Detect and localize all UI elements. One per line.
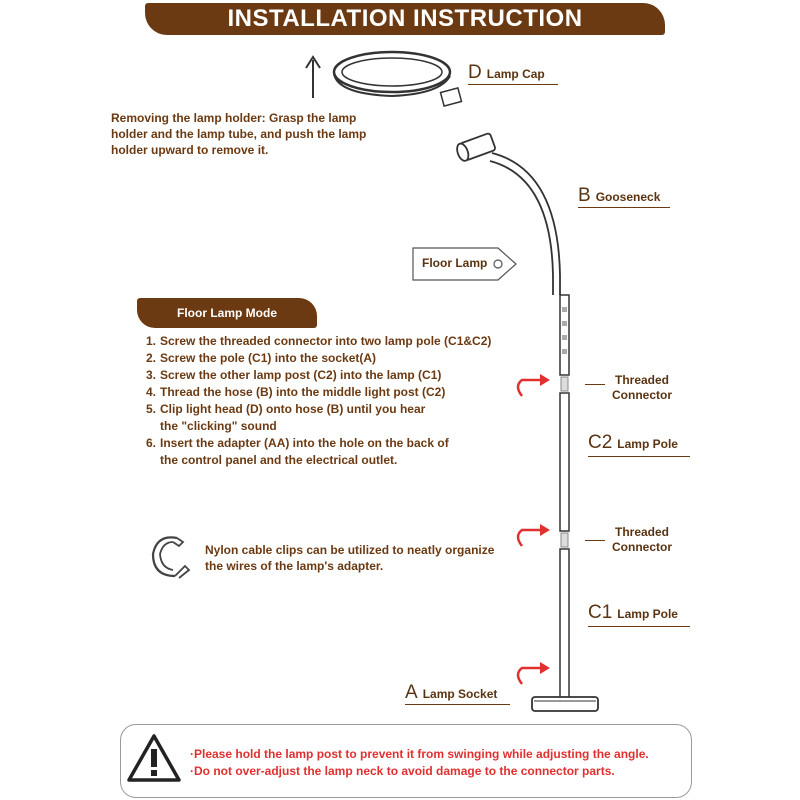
warning-line: ·Do not over-adjust the lamp neck to avo… — [190, 764, 615, 778]
step-item: 5.Clip light head (D) onto hose (B) unti… — [146, 401, 546, 418]
leader-line — [585, 540, 605, 541]
threaded-line: Threaded — [614, 373, 669, 387]
label-d-letter: D — [468, 62, 482, 83]
step-text: Screw the other lamp post (C2) into the … — [160, 368, 442, 382]
label-threaded-connector-1: Threaded Connector — [606, 373, 678, 403]
step-item: 6.Insert the adapter (AA) into the hole … — [146, 435, 546, 452]
lamp-head — [456, 132, 496, 162]
removal-note-line: holder and the lamp tube, and push the l… — [111, 127, 367, 141]
label-b-text: Gooseneck — [595, 190, 661, 204]
clip-note: Nylon cable clips can be utilized to nea… — [205, 542, 494, 574]
removal-note-line: Removing the lamp holder: Grasp the lamp — [111, 111, 357, 125]
warning-triangle-icon — [127, 734, 181, 782]
lamp-cap-drawing — [332, 50, 463, 108]
step-text: Clip light head (D) onto hose (B) until … — [160, 402, 426, 416]
step-text: Thread the hose (B) into the middle ligh… — [160, 385, 446, 399]
rotate-arrow-icon — [516, 524, 550, 547]
leader-line — [585, 384, 605, 385]
arrow-up-icon — [305, 55, 321, 98]
clip-note-line: the wires of the lamp's adapter. — [205, 559, 384, 573]
step-num: 1. — [146, 334, 157, 348]
label-c2-letter: C2 — [588, 432, 613, 453]
step-num: 4. — [146, 385, 157, 399]
step-num: 3. — [146, 368, 157, 382]
step-text: Screw the threaded connector into two la… — [160, 334, 492, 348]
label-c1-text: Lamp Pole — [617, 607, 678, 621]
label-c1-letter: C1 — [588, 602, 613, 623]
rotate-arrow-icon — [516, 374, 550, 397]
step-item: 1.Screw the threaded connector into two … — [146, 333, 546, 350]
step-continuation: the "clicking" sound — [160, 419, 277, 433]
clip-note-line: Nylon cable clips can be utilized to nea… — [205, 543, 495, 557]
cable-clip-icon — [151, 536, 191, 579]
label-a-letter: A — [405, 682, 418, 703]
step-item: 4.Thread the hose (B) into the middle li… — [146, 384, 546, 401]
step-continuation: the control panel and the electrical out… — [160, 453, 398, 467]
step-text: Screw the pole (C1) into the socket(A) — [160, 351, 377, 365]
removal-note: Removing the lamp holder: Grasp the lamp… — [111, 110, 411, 158]
threaded-line: Connector — [612, 540, 672, 554]
removal-note-line: holder upward to remove it. — [111, 143, 269, 157]
step-num: 2. — [146, 351, 157, 365]
label-d-text: Lamp Cap — [486, 67, 545, 81]
threaded-line: Connector — [612, 388, 672, 402]
label-c1-lamp-pole: C1 Lamp Pole — [588, 602, 690, 627]
warning-text: ·Please hold the lamp post to prevent it… — [190, 746, 649, 780]
mode-title: Floor Lamp Mode — [137, 298, 317, 328]
warning-line: ·Please hold the lamp post to prevent it… — [190, 747, 649, 761]
step-num: 6. — [146, 436, 157, 450]
label-d-lamp-cap: D Lamp Cap — [468, 62, 558, 85]
step-text: Insert the adapter (AA) into the hole on… — [160, 436, 449, 450]
step-item: 2.Screw the pole (C1) into the socket(A) — [146, 350, 546, 367]
floor-lamp-tag: Floor Lamp — [422, 256, 488, 270]
label-c2-text: Lamp Pole — [617, 437, 678, 451]
label-b-letter: B — [578, 185, 591, 206]
floor-lamp-tag-shape — [412, 247, 517, 281]
steps-list: 1.Screw the threaded connector into two … — [146, 333, 546, 469]
rotate-arrow-icon — [516, 662, 550, 685]
warning-box — [120, 724, 692, 798]
label-a-lamp-socket: A Lamp Socket — [405, 682, 510, 705]
label-threaded-connector-2: Threaded Connector — [606, 525, 678, 555]
step-item: 3.Screw the other lamp post (C2) into th… — [146, 367, 546, 384]
title-banner: INSTALLATION INSTRUCTION — [145, 3, 665, 35]
label-b-gooseneck: B Gooseneck — [578, 185, 670, 208]
label-c2-lamp-pole: C2 Lamp Pole — [588, 432, 690, 457]
label-a-text: Lamp Socket — [422, 687, 498, 701]
step-num: 5. — [146, 402, 157, 416]
floor-lamp-drawing — [456, 132, 599, 712]
threaded-line: Threaded — [614, 525, 669, 539]
